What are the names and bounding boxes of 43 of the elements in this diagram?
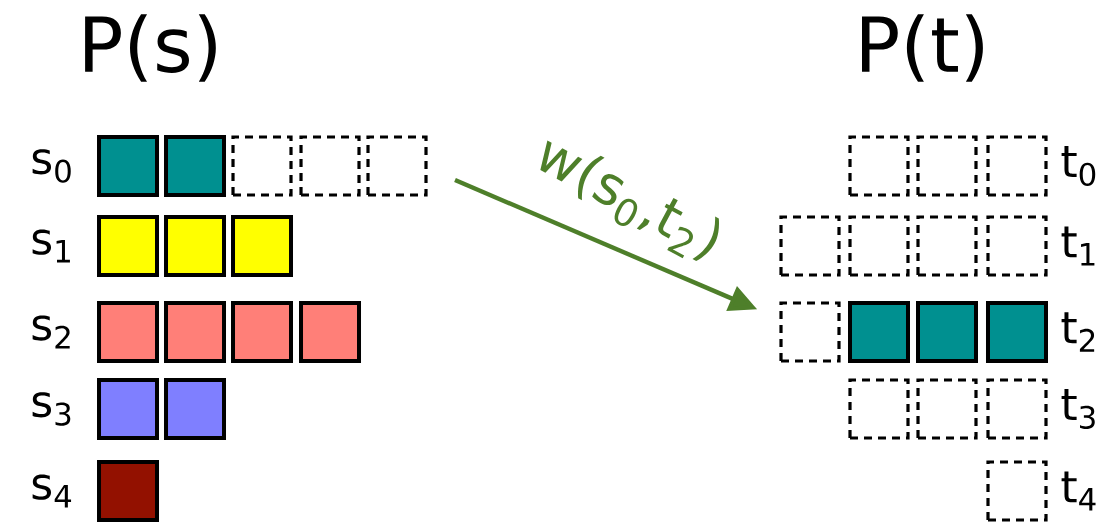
filled-square — [916, 301, 978, 363]
heading: P(s) — [85, 14, 216, 82]
filled-square — [231, 301, 293, 363]
filled-square — [97, 135, 159, 197]
dashed-square — [779, 301, 841, 363]
row-label: s$_{0}$ — [32, 149, 71, 183]
filled-square — [164, 301, 226, 363]
row-label: t$_{2}$ — [1061, 312, 1095, 352]
row-label: t$_{0}$ — [1061, 146, 1096, 186]
dashed-square — [916, 135, 978, 197]
row-label: s$_{4}$ — [32, 474, 72, 508]
dashed-square — [916, 378, 978, 440]
filled-square — [164, 215, 226, 277]
dashed-square — [848, 378, 910, 440]
row-label: s$_{3}$ — [32, 392, 71, 426]
filled-square — [97, 378, 159, 440]
row-label: t$_{1}$ — [1061, 226, 1095, 266]
dashed-square — [848, 215, 910, 277]
dashed-square — [986, 215, 1048, 277]
filled-square — [164, 378, 226, 440]
dashed-square — [779, 215, 841, 277]
row-label: s$_{1}$ — [32, 229, 70, 263]
dashed-square — [986, 135, 1048, 197]
filled-square — [986, 301, 1048, 363]
row-label: t$_{3}$ — [1061, 389, 1095, 429]
dashed-square — [916, 215, 978, 277]
dashed-square — [366, 135, 428, 197]
filled-square — [231, 215, 293, 277]
dashed-square — [986, 460, 1048, 522]
filled-square — [97, 215, 159, 277]
filled-square — [97, 460, 159, 522]
row-label: s$_{2}$ — [32, 315, 70, 349]
dashed-square — [231, 135, 293, 197]
filled-square — [97, 301, 159, 363]
row-label: t$_{4}$ — [1061, 471, 1096, 511]
dashed-square — [299, 135, 361, 197]
edge-label: w(s$_{0}$,t$_{2}$) — [540, 140, 719, 262]
heading: P(t) — [862, 14, 983, 82]
filled-square — [164, 135, 226, 197]
dashed-square — [986, 378, 1048, 440]
filled-square — [848, 301, 910, 363]
filled-square — [299, 301, 361, 363]
dashed-square — [848, 135, 910, 197]
